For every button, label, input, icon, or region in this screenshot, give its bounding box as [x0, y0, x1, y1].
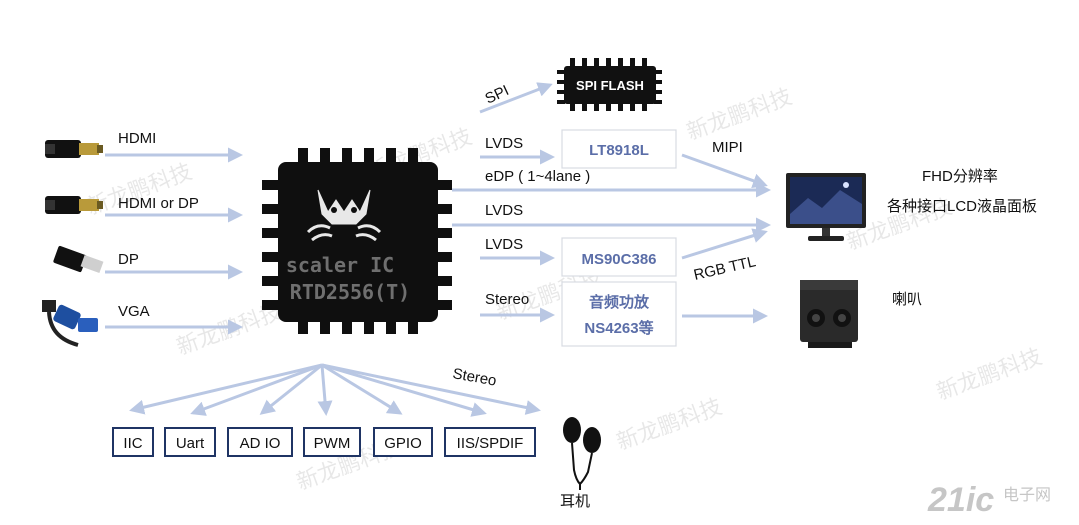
watermark: 新龙鹏科技: [934, 345, 1046, 406]
spi-flash-chip: SPI FLASH: [557, 58, 662, 111]
watermark: 新龙鹏科技: [614, 395, 726, 456]
iic-label: IIC: [123, 435, 142, 452]
ad-io-box: [227, 427, 293, 457]
output-label-lvds: LVDS: [485, 135, 523, 152]
interface-boxes: IIC Uart AD IO PWM GPIO IIS/SPDIF: [112, 427, 536, 457]
lt8918l-label: LT8918L: [589, 142, 649, 159]
mipi-label: MIPI: [712, 139, 743, 156]
mipi-arrow: [681, 153, 768, 188]
chip-pins: [262, 148, 452, 334]
iic-box: [112, 427, 154, 457]
monitor-icon: [786, 173, 866, 241]
gpio-box: [373, 427, 433, 457]
gpio-label: GPIO: [384, 435, 422, 452]
ms90c386-label: MS90C386: [581, 251, 656, 268]
uart-label: Uart: [176, 435, 205, 452]
pwm-label: PWM: [314, 435, 351, 452]
hdmi-cable-icon: [45, 140, 103, 158]
uart-box: [164, 427, 216, 457]
speaker-label: 喇叭: [892, 291, 922, 308]
speaker-icon: [800, 280, 858, 348]
output-label-lvds-3: LVDS: [485, 236, 523, 253]
spi-label: SPI: [483, 82, 512, 108]
vga-cable-icon: [42, 300, 98, 347]
stereo-earphone-label: Stereo: [451, 365, 497, 389]
audio-amp-box: [561, 281, 677, 347]
input-label-vga: VGA: [118, 303, 150, 320]
scaler-chip: scaler IC RTD2556(T): [262, 148, 452, 334]
rgb-ttl-label: RGB TTL: [692, 253, 757, 284]
input-label-hdmi-or-dp: HDMI or DP: [118, 195, 199, 212]
spi-arrow: [479, 82, 553, 114]
watermark: 新龙鹏科技: [684, 85, 796, 146]
output-label-edp: eDP ( 1~4lane ): [485, 168, 590, 185]
ad-io-label: AD IO: [240, 435, 281, 452]
panel-label-2: 各种接口LCD液晶面板: [887, 197, 1037, 215]
output-label-lvds-2: LVDS: [485, 202, 523, 219]
audio-amp-label-1: 音频功放: [589, 293, 650, 311]
chip-name-line1: scaler IC: [286, 253, 394, 277]
iis-spdif-label: IIS/SPDIF: [457, 435, 524, 452]
21ic-logo-cn: 电子网: [1003, 485, 1051, 504]
output-label-stereo: Stereo: [485, 291, 529, 308]
iis-spdif-box: [444, 427, 536, 457]
input-label-hdmi: HDMI: [118, 130, 156, 147]
ms90c386-box: [561, 237, 677, 277]
spi-flash-label: SPI FLASH: [576, 78, 644, 93]
lt8918l-box: [561, 129, 677, 169]
chip-name-line2: RTD2556(T): [290, 280, 410, 304]
bottom-arrows: [129, 363, 541, 417]
earphone-icon: [563, 417, 601, 490]
21ic-logo: 21ic 电子网: [927, 481, 1051, 519]
input-label-dp: DP: [118, 251, 139, 268]
earphone-label: 耳机: [560, 493, 590, 510]
realtek-crab-icon: [306, 189, 382, 242]
dp-cable-icon: [53, 245, 104, 274]
pwm-box: [303, 427, 361, 457]
21ic-logo-brand: 21ic: [927, 481, 994, 519]
audio-amp-label-2: NS4263等: [584, 319, 653, 337]
hdmi-dp-cable-icon: [45, 196, 103, 214]
panel-label-1: FHD分辨率: [922, 168, 998, 185]
rgb-arrow: [681, 228, 768, 260]
